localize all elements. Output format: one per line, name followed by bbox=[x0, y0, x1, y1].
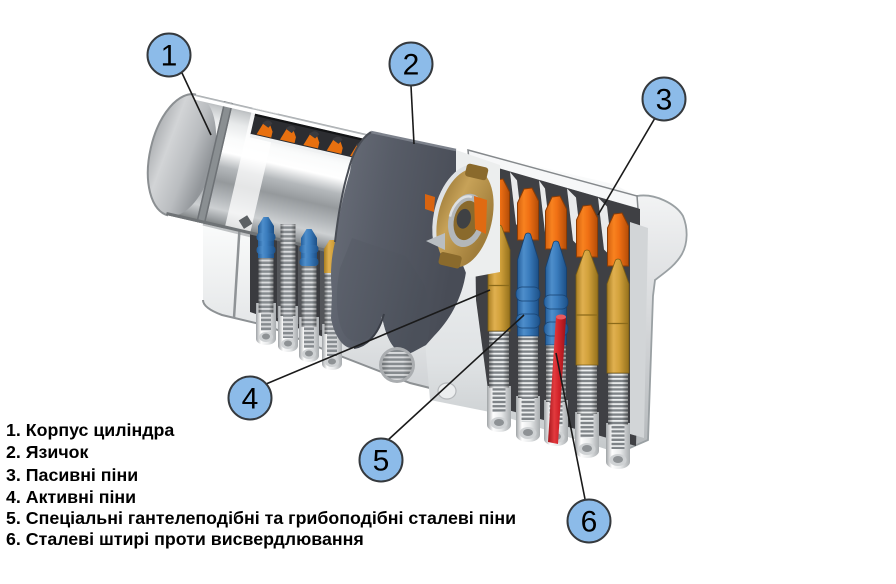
svg-text:2: 2 bbox=[403, 49, 420, 82]
svg-text:6: 6 bbox=[581, 506, 598, 539]
svg-text:4: 4 bbox=[242, 383, 259, 416]
svg-text:3: 3 bbox=[656, 84, 673, 117]
svg-text:1: 1 bbox=[161, 40, 178, 73]
svg-text:5: 5 bbox=[373, 445, 390, 478]
